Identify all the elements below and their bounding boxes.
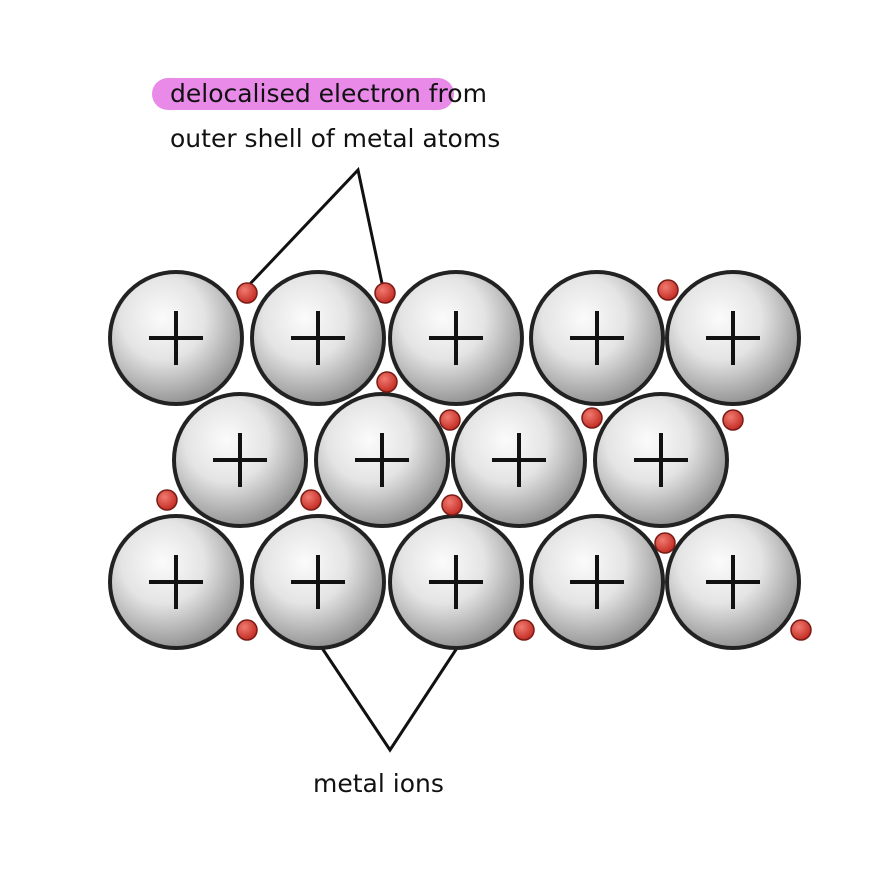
- metal-ion: [172, 392, 308, 528]
- top-label-line1: delocalised electron from: [170, 79, 487, 108]
- electron-cloud: [156, 279, 812, 641]
- metal-ion: [314, 392, 450, 528]
- electron: [374, 282, 396, 304]
- metal-ion: [388, 270, 524, 406]
- electron: [156, 489, 178, 511]
- metal-ion: [388, 514, 524, 650]
- metal-ion: [529, 514, 665, 650]
- top-label-line2: outer shell of metal atoms: [170, 124, 500, 153]
- ion-pointer-line: [320, 647, 459, 753]
- electron: [790, 619, 812, 641]
- electron-pointer-line: [246, 166, 385, 289]
- electron: [657, 279, 679, 301]
- electron: [513, 619, 535, 641]
- metal-ion: [250, 514, 386, 650]
- metal-ion: [108, 514, 244, 650]
- top-label-rest-text: from: [421, 79, 487, 108]
- metal-ion: [665, 270, 801, 406]
- label-highlight: [152, 78, 454, 110]
- electron: [441, 494, 463, 516]
- top-label: delocalised electron from outer shell of…: [152, 78, 500, 153]
- ion-lattice: [108, 270, 801, 650]
- metal-ion: [529, 270, 665, 406]
- metal-ion: [250, 270, 386, 406]
- electron: [439, 409, 461, 431]
- metal-ion: [665, 514, 801, 650]
- metal-ion: [108, 270, 244, 406]
- bottom-label: metal ions: [313, 769, 444, 798]
- electron: [236, 282, 258, 304]
- electron: [300, 489, 322, 511]
- electron: [236, 619, 258, 641]
- metal-ion: [451, 392, 587, 528]
- electron: [376, 371, 398, 393]
- top-label-highlight-text: delocalised electron: [170, 79, 421, 108]
- electron: [581, 407, 603, 429]
- electron: [654, 532, 676, 554]
- metal-ion: [593, 392, 729, 528]
- electron: [722, 409, 744, 431]
